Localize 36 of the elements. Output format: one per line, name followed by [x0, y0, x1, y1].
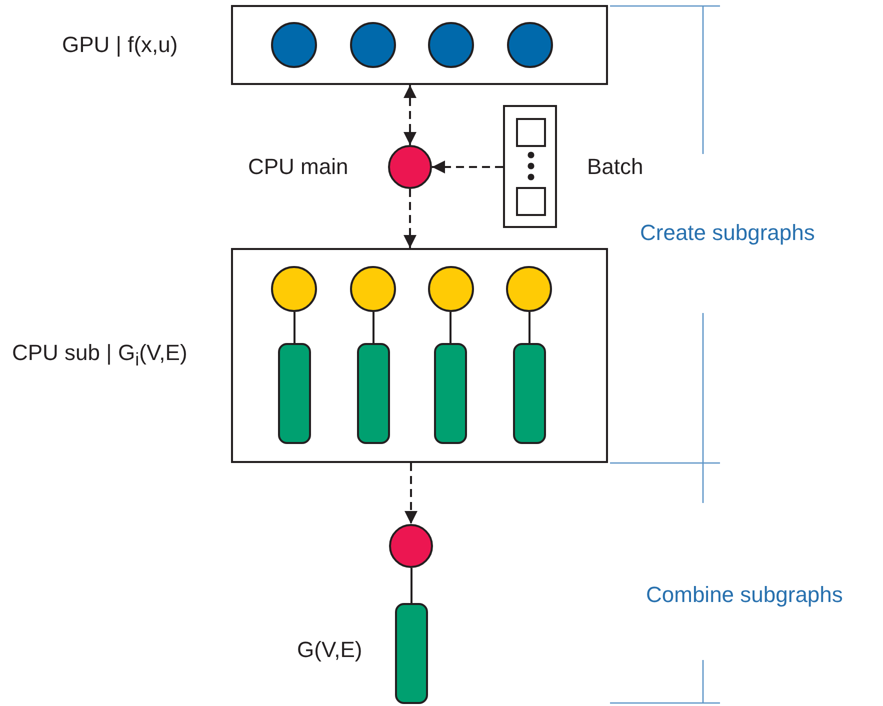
- arrow: [432, 160, 503, 174]
- node-circle: [388, 145, 432, 189]
- batch-box: [503, 105, 557, 228]
- node-label: GPU | f(x,u): [62, 32, 178, 58]
- node-label: CPU sub | G$_{i}$(V,E): [12, 340, 188, 372]
- node-circle: [507, 22, 553, 68]
- node-circle: [389, 524, 433, 568]
- arrow: [404, 463, 418, 524]
- stage-label: Combine subgraphs: [646, 582, 843, 608]
- node-circle: [271, 22, 317, 68]
- connector-line: [294, 312, 296, 343]
- batch-item-box: [516, 118, 546, 147]
- node-circle: [350, 266, 396, 312]
- node-circle: [271, 266, 317, 312]
- arrow: [404, 85, 416, 145]
- node-circle: [428, 22, 474, 68]
- node-circle: [428, 266, 474, 312]
- graph-bar: [395, 603, 428, 704]
- arrow: [404, 189, 416, 248]
- graph-bar: [513, 343, 546, 444]
- stage-label: Create subgraphs: [640, 220, 815, 246]
- node-label: CPU main: [248, 154, 348, 180]
- connector-line: [528, 312, 530, 343]
- node-circle: [506, 266, 552, 312]
- node-circle: [350, 22, 396, 68]
- connector-line: [410, 568, 412, 603]
- graph-bar: [434, 343, 467, 444]
- cpu-sub-panel: [231, 248, 608, 463]
- graph-bar: [278, 343, 311, 444]
- gpu-panel: [231, 5, 608, 85]
- connector-line: [450, 312, 452, 343]
- node-label: G(V,E): [297, 637, 362, 663]
- graph-bar: [357, 343, 390, 444]
- node-label: Batch: [587, 154, 644, 180]
- batch-item-box: [516, 187, 546, 216]
- connector-line: [372, 312, 374, 343]
